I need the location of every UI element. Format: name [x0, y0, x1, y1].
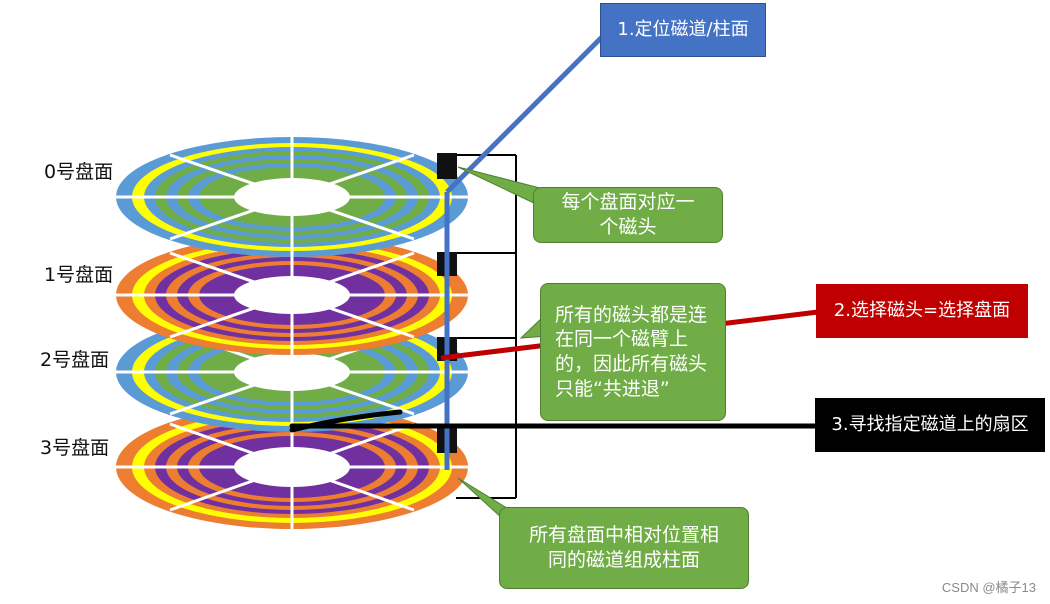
step1-box: 1.定位磁道/柱面	[600, 3, 766, 57]
sector-line	[289, 409, 821, 433]
step3-box: 3.寻找指定磁道上的扇区	[815, 398, 1045, 452]
watermark: CSDN @橘子13	[941, 580, 1036, 595]
note-heads-on-arm: 所有的磁头都是连在同一个磁臂上的，因此所有磁头只能“共进退”	[540, 283, 726, 421]
note-head-per-platter: 每个盘面对应一个磁头	[533, 187, 723, 243]
platter-3-label: 3号盘面	[40, 437, 110, 459]
note-head-pointer	[457, 166, 541, 207]
platter-0-label: 0号盘面	[44, 161, 114, 183]
step2-box: 2.选择磁头=选择盘面	[816, 284, 1028, 338]
platter-3	[116, 405, 468, 529]
platter-0	[116, 137, 468, 257]
platter-1	[116, 235, 468, 355]
platter-1-label: 1号盘面	[44, 264, 114, 286]
platter-2-label: 2号盘面	[40, 349, 110, 371]
note-cylinder: 所有盘面中相对位置相同的磁道组成柱面	[499, 507, 749, 589]
